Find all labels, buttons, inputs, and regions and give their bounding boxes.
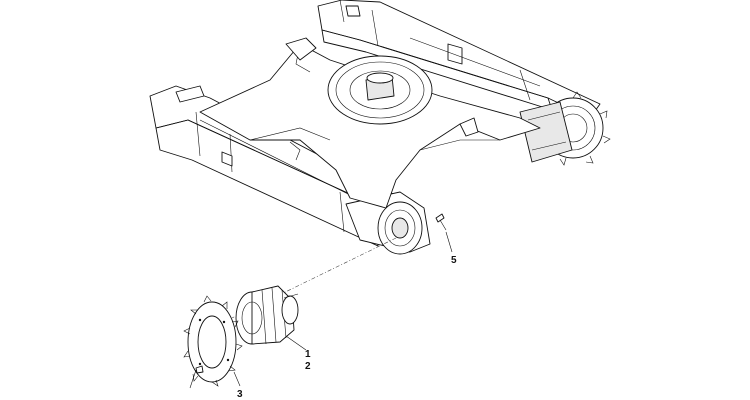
upper-sprocket [519, 91, 611, 166]
callout-1: 1 [305, 349, 311, 360]
leader-line-bolt [189, 369, 197, 389]
bolt-part [435, 213, 447, 231]
sprocket-part [183, 295, 243, 387]
callout-3: 3 [237, 389, 243, 400]
leader-line-1 [285, 335, 307, 351]
travel-motor-part [235, 285, 299, 345]
callout-2: 2 [305, 361, 311, 372]
callout-5: 5 [451, 255, 457, 266]
swing-bearing [327, 55, 433, 125]
motor-mount-housing [345, 191, 431, 255]
center-frame [199, 37, 541, 209]
assembly-axis-line [231, 237, 397, 319]
side-rail-right [317, 0, 601, 119]
small-bolt [195, 365, 204, 374]
undercarriage-frame [149, 0, 611, 255]
leader-line-3 [233, 371, 241, 387]
leader-line-5 [445, 231, 453, 253]
